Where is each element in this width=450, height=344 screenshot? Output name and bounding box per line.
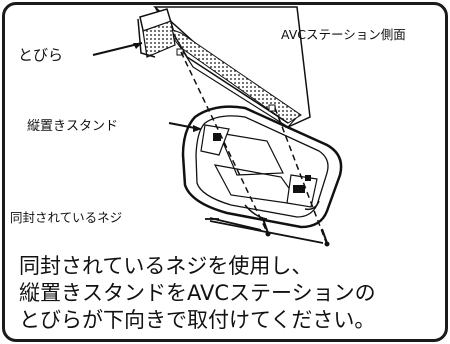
instruction-line-2: 縦置きスタンドをAVCステーションの bbox=[19, 281, 376, 305]
avc-station-body bbox=[153, 6, 311, 128]
vertical-stand bbox=[181, 105, 343, 229]
vertical-stand-label: 縦置きスタンド bbox=[27, 119, 119, 134]
instruction-panel: とびら AVCステーション側面 縦置きスタンド 同封されているネジ 同封されてい… bbox=[2, 2, 448, 342]
included-screws-label: 同封されているネジ bbox=[10, 210, 123, 225]
screw-guide-lines bbox=[180, 51, 327, 243]
instruction-line-3: とびらが下向きで取付けてください。 bbox=[19, 308, 376, 332]
avc-side-label: AVCステーション側面 bbox=[281, 27, 406, 42]
door-label: とびら bbox=[18, 46, 64, 64]
instruction-text: 同封されているネジを使用し、 縦置きスタンドをAVCステーションの とびらが下向… bbox=[19, 253, 439, 334]
stand-attachment-diagram bbox=[92, 6, 343, 247]
instruction-line-1: 同封されているネジを使用し、 bbox=[19, 254, 313, 278]
avc-door bbox=[137, 8, 176, 58]
